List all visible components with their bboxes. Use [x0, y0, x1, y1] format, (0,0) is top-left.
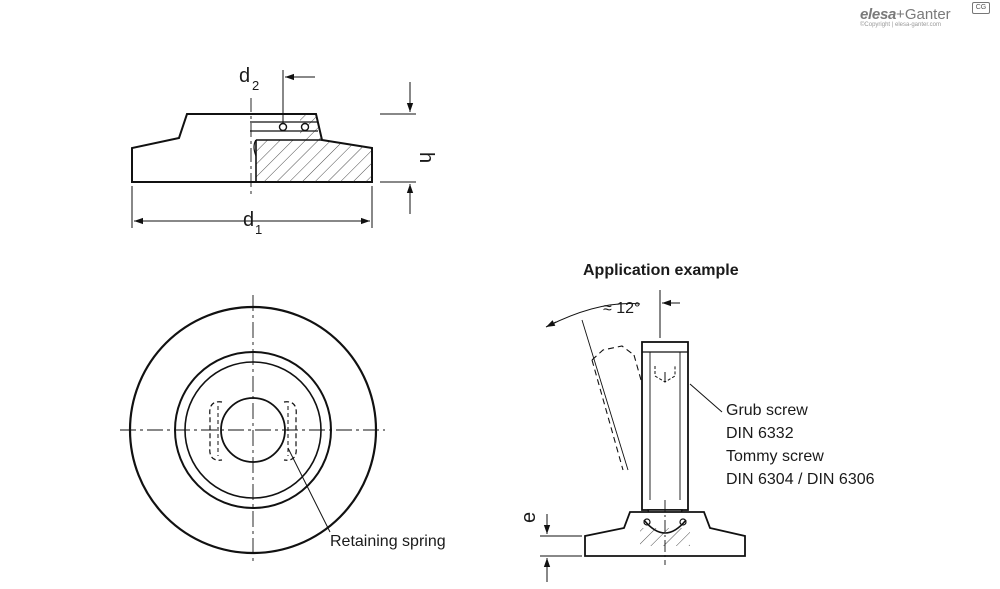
logo-brand: elesa — [860, 6, 897, 23]
application-base — [584, 500, 746, 565]
angle-label: ≈ 12° — [603, 300, 640, 317]
d1-label: d — [243, 209, 254, 231]
retaining-spring-label: Retaining spring — [330, 533, 446, 550]
e-label: e — [518, 512, 540, 523]
retaining-spring-hidden — [209, 401, 297, 461]
logo-plus: + — [896, 6, 905, 23]
top-view — [120, 295, 385, 565]
angle-dimension — [545, 290, 680, 471]
d2-dimension — [282, 70, 315, 124]
section-hatch — [256, 114, 372, 182]
side-section-view — [131, 98, 373, 196]
d2-subscript: 2 — [252, 78, 259, 93]
din-6332-label: DIN 6332 — [726, 425, 794, 442]
h-label: h — [415, 152, 437, 163]
grub-screw — [641, 341, 689, 519]
din-6304-6306-label: DIN 6304 / DIN 6306 — [726, 471, 875, 488]
logo-copyright: ©Copyright | elesa-ganter.com — [860, 22, 942, 28]
d2-label: d — [239, 65, 250, 87]
d1-dimension — [131, 186, 373, 228]
elesa-ganter-logo: elesa+Ganter ©Copyright | elesa-ganter.c… — [860, 6, 951, 28]
d1-subscript: 1 — [255, 222, 262, 237]
e-dimension — [540, 514, 582, 582]
certification-mark: CG — [972, 2, 990, 14]
logo-brand-2: Ganter — [904, 6, 951, 23]
application-example-title: Application example — [583, 262, 739, 279]
tommy-screw-label: Tommy screw — [726, 448, 824, 465]
grub-screw-leader — [689, 383, 723, 413]
retaining-spring-leader — [287, 447, 331, 533]
spring-ball-right — [300, 122, 310, 132]
grub-screw-label: Grub screw — [726, 402, 808, 419]
h-dimension — [380, 82, 416, 214]
spring-ball-left — [278, 122, 288, 132]
